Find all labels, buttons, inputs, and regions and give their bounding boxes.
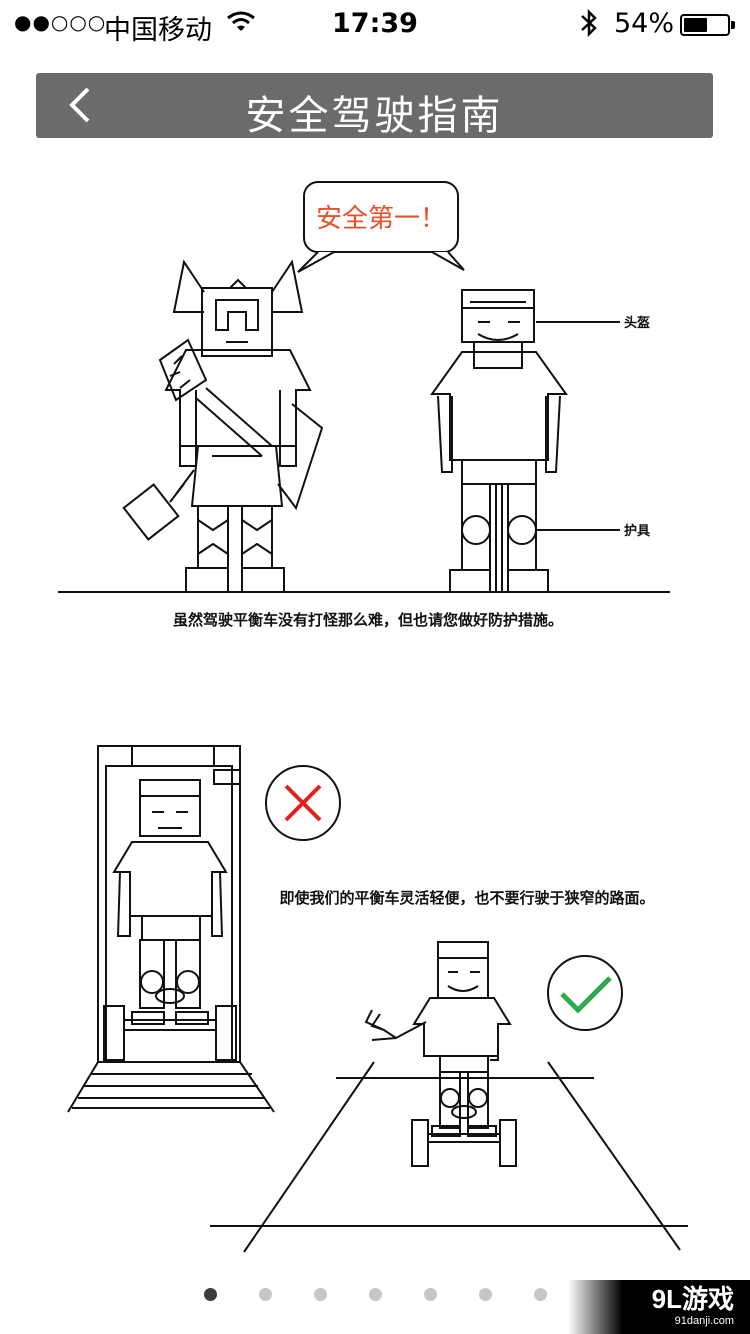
signal-strength-icon: ●●○○○	[14, 10, 107, 34]
right-mark-icon	[547, 955, 623, 1031]
rider-with-gear	[430, 289, 620, 593]
battery-icon	[680, 14, 735, 36]
site-watermark: 9L游戏 91danji.com	[568, 1280, 750, 1334]
page-title: 安全驾驶指南	[245, 93, 504, 139]
battery-fill	[684, 18, 707, 32]
right-check-icon	[560, 976, 612, 1014]
status-bar: ●●○○○ 中国移动 17:39 54%	[0, 0, 750, 50]
battery-tip	[731, 21, 735, 29]
wide-road-scene	[210, 941, 688, 1253]
wifi-icon	[226, 10, 256, 41]
nav-bar: 安全驾驶指南	[36, 73, 713, 139]
bluetooth-icon	[578, 8, 600, 45]
clock: 17:39	[332, 8, 418, 39]
page-dot[interactable]	[424, 1288, 437, 1301]
caption-1: 虽然驾驶平衡车没有打怪那么难，但也请您做好防护措施。	[173, 611, 563, 629]
watermark-url: 91danji.com	[674, 1315, 734, 1327]
chevron-left-icon	[69, 87, 90, 123]
carrier-name: 中国移动	[104, 15, 212, 46]
bubble-text: 安全第一！	[316, 204, 446, 234]
page-indicator	[0, 1288, 750, 1304]
label-pads: 护具	[624, 523, 650, 539]
watermark-brand: 9L游戏	[651, 1284, 734, 1314]
battery-percent: 54%	[614, 8, 675, 39]
wrong-mark-icon	[265, 765, 341, 841]
page-dot[interactable]	[534, 1288, 547, 1301]
back-button[interactable]	[64, 87, 100, 123]
page-dot[interactable]	[259, 1288, 272, 1301]
page-dot[interactable]	[314, 1288, 327, 1301]
page-dot[interactable]	[204, 1288, 217, 1301]
warrior-figure	[122, 259, 324, 593]
caption-2: 即使我们的平衡车灵活轻便，也不要行驶于狭窄的路面。	[279, 889, 654, 907]
speech-bubble	[297, 181, 465, 273]
page-dot[interactable]	[369, 1288, 382, 1301]
page-dot[interactable]	[479, 1288, 492, 1301]
label-helmet: 头盔	[624, 315, 650, 331]
narrow-corridor-scene	[67, 745, 275, 1113]
wrong-cross-icon	[284, 784, 322, 822]
